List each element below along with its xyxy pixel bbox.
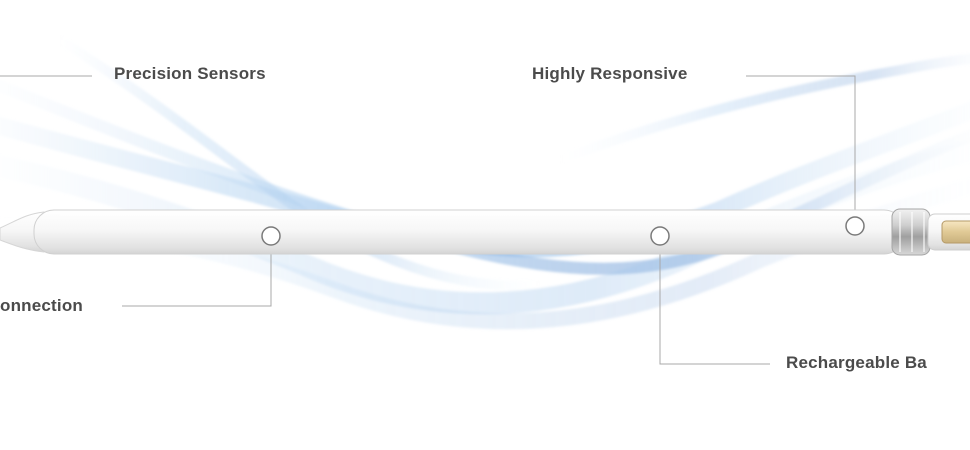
label-highly-responsive: Highly Responsive xyxy=(532,64,688,83)
label-precision-sensors: Precision Sensors xyxy=(114,64,266,83)
pencil xyxy=(0,208,970,256)
leader-lines xyxy=(0,75,856,365)
label-rechargeable-battery: Rechargeable Ba xyxy=(786,353,927,372)
marker-connection xyxy=(261,226,281,246)
label-connection: onnection xyxy=(0,296,84,315)
feature-markers xyxy=(261,216,865,246)
marker-responsive xyxy=(845,216,865,236)
marker-battery xyxy=(650,226,670,246)
